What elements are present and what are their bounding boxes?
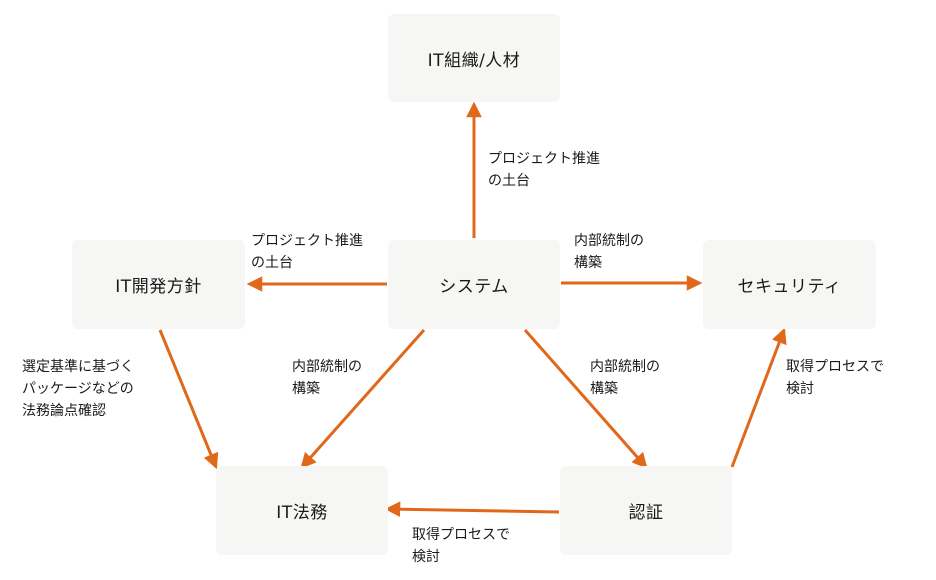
label-line: プロジェクト推進 bbox=[488, 151, 600, 167]
label-line: 取得プロセスで bbox=[412, 527, 510, 543]
edge-system-to-cert bbox=[523, 329, 648, 469]
label-line: 構築 bbox=[590, 381, 618, 397]
label-line: 内部統制の bbox=[574, 233, 644, 249]
edge-cert-to-security bbox=[730, 327, 787, 468]
node-cert: 認証 bbox=[560, 466, 732, 555]
label-system-to-cert: 内部統制の 構築 bbox=[590, 356, 660, 400]
label-line: プロジェクト推進 bbox=[251, 233, 363, 249]
label-system-to-law: 内部統制の 構築 bbox=[292, 356, 362, 400]
label-line: 取得プロセスで bbox=[786, 359, 884, 375]
label-line: 内部統制の bbox=[292, 359, 362, 375]
label-line: 検討 bbox=[786, 381, 814, 397]
label-line: 検討 bbox=[412, 549, 440, 565]
label-line: 構築 bbox=[574, 255, 602, 271]
label-cert-to-security: 取得プロセスで 検討 bbox=[786, 356, 884, 400]
node-dev-policy: IT開発方針 bbox=[72, 240, 245, 329]
label-line: 内部統制の bbox=[590, 359, 660, 375]
label-line: 構築 bbox=[292, 381, 320, 397]
edge-cert-to-it-law bbox=[384, 501, 560, 518]
label-system-to-dev: プロジェクト推進 の土台 bbox=[251, 230, 363, 274]
label-line: パッケージなどの bbox=[22, 381, 134, 397]
label-line: の土台 bbox=[251, 255, 293, 271]
label-system-to-org: プロジェクト推進 の土台 bbox=[488, 148, 600, 192]
label-dev-to-law: 選定基準に基づく パッケージなどの 法務論点確認 bbox=[22, 356, 134, 422]
node-system: システム bbox=[388, 240, 560, 329]
node-it-org: IT組織/人材 bbox=[388, 14, 560, 102]
label-line: の土台 bbox=[488, 173, 530, 189]
node-security: セキュリティ bbox=[703, 240, 876, 329]
label-system-to-security: 内部統制の 構築 bbox=[574, 230, 644, 274]
label-cert-to-law: 取得プロセスで 検討 bbox=[412, 524, 510, 568]
label-line: 法務論点確認 bbox=[22, 403, 106, 419]
node-it-law: IT法務 bbox=[216, 466, 388, 555]
edge-system-to-it-law bbox=[300, 329, 426, 469]
label-line: 選定基準に基づく bbox=[22, 359, 134, 375]
edge-dev-policy-to-it-law bbox=[158, 329, 219, 470]
